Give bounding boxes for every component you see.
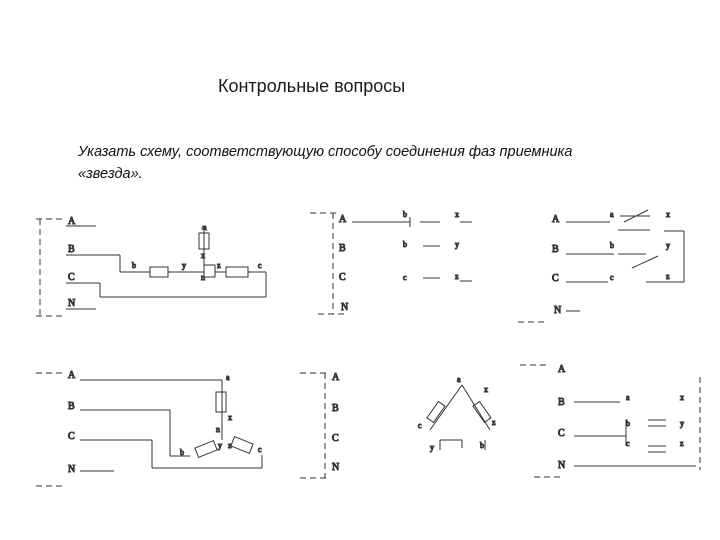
label-N: N bbox=[68, 464, 75, 475]
label-C: C bbox=[68, 272, 75, 283]
diagram-4: A B C N a x n y z b c bbox=[36, 370, 263, 487]
label-B: B bbox=[558, 397, 565, 408]
terminal-b: b bbox=[132, 261, 136, 270]
terminal-x: x bbox=[680, 393, 684, 402]
label-C: C bbox=[68, 431, 75, 442]
diagram-7: A B C N a x b y c z bbox=[520, 364, 701, 478]
label-B: B bbox=[339, 243, 346, 254]
slide-title: Контрольные вопросы bbox=[218, 76, 406, 96]
label-B: B bbox=[332, 403, 339, 414]
label-A: A bbox=[339, 214, 347, 225]
load-right bbox=[472, 400, 492, 424]
terminal-z: z bbox=[680, 439, 684, 448]
terminal-b: b bbox=[626, 419, 630, 428]
terminal-z: z bbox=[666, 272, 670, 281]
terminal-y: y bbox=[218, 441, 222, 450]
load-zc bbox=[225, 266, 249, 278]
label-B: B bbox=[68, 401, 75, 412]
diagram-1: A B C N a x b y n z c bbox=[36, 216, 267, 317]
label-C: C bbox=[332, 433, 339, 444]
terminal-z: z bbox=[455, 272, 459, 281]
terminal-n: n bbox=[201, 273, 205, 282]
terminal-x: x bbox=[228, 413, 232, 422]
load-b bbox=[194, 439, 218, 459]
terminal-z: z bbox=[217, 261, 221, 270]
terminal-c: c bbox=[258, 445, 262, 454]
label-C: C bbox=[552, 273, 559, 284]
label-C: C bbox=[558, 428, 565, 439]
label-B: B bbox=[68, 244, 75, 255]
label-A: A bbox=[552, 214, 560, 225]
terminal-b: b bbox=[480, 441, 484, 450]
terminal-b-top: b bbox=[403, 210, 407, 219]
terminal-y: y bbox=[680, 419, 684, 428]
terminal-a: a bbox=[457, 375, 461, 384]
label-N: N bbox=[558, 460, 565, 471]
diagram-5: A B C N bbox=[300, 372, 341, 479]
terminal-x: x bbox=[666, 210, 670, 219]
terminal-x: x bbox=[201, 251, 205, 260]
terminal-a: a bbox=[226, 373, 230, 382]
node-n bbox=[203, 264, 216, 278]
label-A: A bbox=[68, 370, 76, 381]
diagram-6: a x y z b c bbox=[418, 375, 497, 453]
terminal-y: y bbox=[666, 241, 670, 250]
label-N: N bbox=[332, 462, 339, 473]
label-N: N bbox=[68, 298, 75, 309]
terminal-z: z bbox=[492, 418, 496, 427]
label-N: N bbox=[341, 302, 348, 313]
terminal-z: z bbox=[228, 441, 232, 450]
label-N: N bbox=[554, 305, 561, 316]
label-B: B bbox=[552, 244, 559, 255]
terminal-c: c bbox=[403, 273, 407, 282]
task-line-1: Указать схему, соответствующую способу с… bbox=[78, 144, 573, 160]
label-A: A bbox=[332, 372, 340, 383]
terminal-y: y bbox=[182, 261, 186, 270]
terminal-a: a bbox=[203, 223, 207, 232]
load-left bbox=[426, 400, 446, 424]
terminal-y: y bbox=[455, 240, 459, 249]
load-a bbox=[215, 391, 227, 413]
label-A: A bbox=[558, 364, 566, 375]
terminal-x: x bbox=[455, 210, 459, 219]
label-C: C bbox=[339, 272, 346, 283]
terminal-a: a bbox=[626, 393, 630, 402]
terminal-b: b bbox=[403, 240, 407, 249]
terminal-c: c bbox=[258, 261, 262, 270]
task-line-2: «звезда». bbox=[78, 166, 143, 182]
load-c bbox=[230, 435, 254, 455]
diagram-2: A B C N b x b y c z bbox=[310, 210, 472, 315]
load-ax bbox=[198, 232, 210, 250]
terminal-x: x bbox=[484, 385, 488, 394]
terminal-y: y bbox=[430, 443, 434, 452]
terminal-a: a bbox=[610, 210, 614, 219]
terminal-c: c bbox=[418, 421, 422, 430]
terminal-b: b bbox=[610, 241, 614, 250]
diagram-3: A B C N a x b y c z bbox=[518, 210, 685, 323]
task-text: Указать схему, соответствующую способу с… bbox=[78, 141, 678, 185]
terminal-c: c bbox=[610, 273, 614, 282]
terminal-n: n bbox=[216, 425, 220, 434]
load-by bbox=[149, 266, 169, 278]
terminal-c: c bbox=[626, 439, 630, 448]
label-A: A bbox=[68, 216, 76, 227]
terminal-b: b bbox=[180, 448, 184, 457]
